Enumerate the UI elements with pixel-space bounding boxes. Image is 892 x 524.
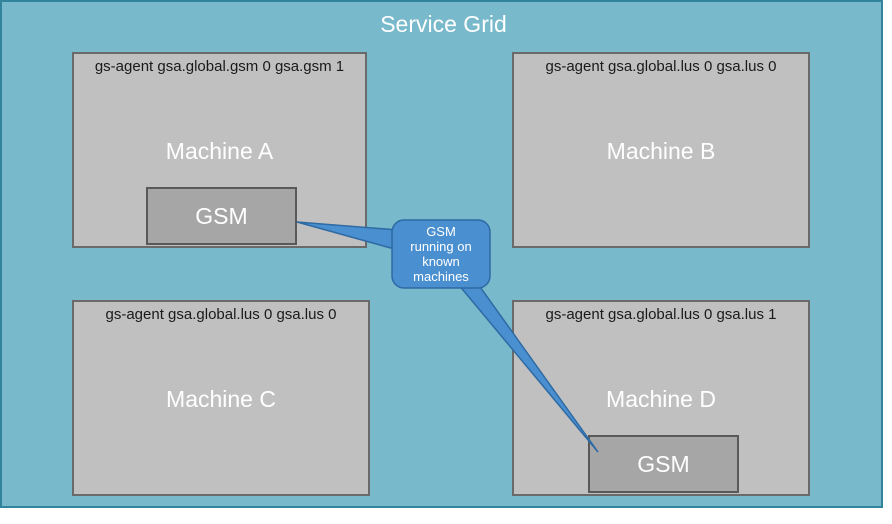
machine-c-command: gs-agent gsa.global.lus 0 gsa.lus 0: [105, 306, 337, 323]
callout-line: known: [422, 254, 460, 269]
service-grid-title: Service Grid: [380, 11, 507, 37]
machine-c-box: gs-agent gsa.global.lus 0 gsa.lus 0 Mach…: [72, 300, 370, 496]
callout-line: GSM: [426, 224, 456, 239]
machine-a-label: Machine A: [165, 138, 274, 164]
callout-line: running on: [410, 239, 472, 254]
gsm-label: GSM: [637, 451, 690, 477]
machine-d-box: gs-agent gsa.global.lus 0 gsa.lus 1 Mach…: [512, 300, 810, 496]
machine-a-command: gs-agent gsa.global.gsm 0 gsa.gsm 1: [94, 58, 345, 75]
machine-d-command: gs-agent gsa.global.lus 0 gsa.lus 1: [545, 306, 777, 323]
gsm-label: GSM: [195, 203, 248, 229]
machine-b-box: gs-agent gsa.global.lus 0 gsa.lus 0 Mach…: [512, 52, 810, 248]
machine-b-command: gs-agent gsa.global.lus 0 gsa.lus 0: [545, 58, 777, 75]
callout-pointer-to-machine-a: [296, 221, 399, 251]
machine-d-label: Machine D: [606, 386, 716, 412]
callout-line: machines: [413, 269, 469, 284]
gsm-box-machine-a: GSM: [146, 187, 297, 245]
machine-c-label: Machine C: [166, 386, 276, 412]
callout-text: GSM running on known machines: [392, 220, 490, 288]
gsm-box-machine-d: GSM: [588, 435, 739, 493]
callout-pointer-to-machine-d: [456, 283, 599, 453]
callout-bubble: [391, 219, 491, 289]
machine-b-label: Machine B: [606, 138, 716, 164]
